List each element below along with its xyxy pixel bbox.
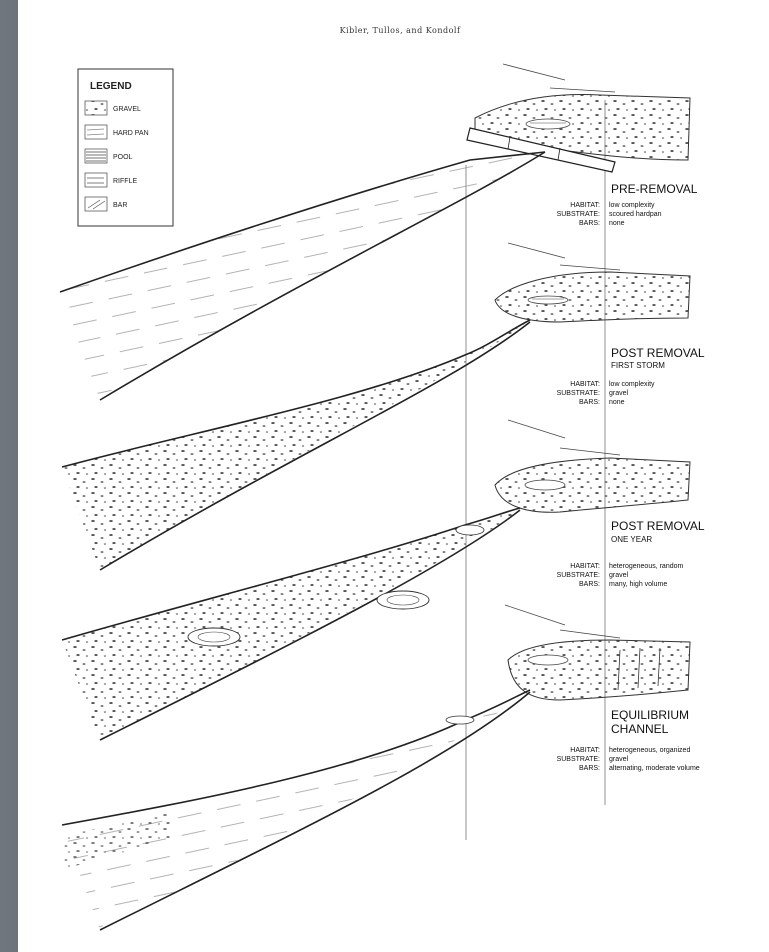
stage-4-habitat-label: HABITAT:	[570, 747, 600, 754]
figure-page: Kibler, Tullos, and Kondolf LEGEND GRAVE…	[18, 0, 769, 952]
stage-3-substrate: gravel	[609, 572, 629, 579]
stage-1-bars-label: BARS:	[579, 220, 600, 227]
stage-2-habitat: low complexity	[609, 381, 655, 388]
legend-item-pool: POOL	[113, 154, 133, 161]
stage-4-substrate: gravel	[609, 756, 629, 763]
stage-2-bars: none	[609, 399, 625, 406]
pool-swatch-icon	[85, 149, 107, 163]
stage-1-substrate-label: SUBSTRATE:	[557, 211, 600, 218]
stage-1-bars: none	[609, 220, 625, 227]
stage-4-bars-label: BARS:	[579, 765, 600, 772]
stage-4-habitat: heterogeneous, organized	[609, 747, 690, 754]
stage-4-subtitle: CHANNEL	[611, 722, 669, 736]
legend-item-riffle: RIFFLE	[113, 178, 137, 185]
stage-3-bars: many, high volume	[609, 581, 667, 588]
hardpan-swatch-icon	[85, 125, 107, 139]
stage-2-substrate-label: SUBSTRATE:	[557, 390, 600, 397]
channel-evolution-diagram: Kibler, Tullos, and Kondolf LEGEND GRAVE…	[18, 0, 769, 952]
stage-2-title: POST REMOVAL	[611, 346, 705, 360]
stage-2-substrate: gravel	[609, 390, 629, 397]
stage-3-habitat-label: HABITAT:	[570, 563, 600, 570]
stage-3-habitat: heterogeneous, random	[609, 563, 683, 570]
legend-item-gravel: GRAVEL	[113, 106, 141, 113]
gravel-swatch-icon	[85, 101, 107, 115]
stage-3-title: POST REMOVAL	[611, 519, 705, 533]
stage-4-substrate-label: SUBSTRATE:	[557, 756, 600, 763]
stage-3-bars-label: BARS:	[579, 581, 600, 588]
stage-4-title: EQUILIBRIUM	[611, 708, 689, 722]
stage-2-habitat-label: HABITAT:	[570, 381, 600, 388]
stage-3-substrate-label: SUBSTRATE:	[557, 572, 600, 579]
stage-2-subtitle: FIRST STORM	[611, 361, 665, 370]
legend-item-bar: BAR	[113, 202, 127, 209]
author-credit: Kibler, Tullos, and Kondolf	[340, 26, 461, 35]
legend-item-hard-pan: HARD PAN	[113, 130, 149, 137]
stage-1-substrate: scoured hardpan	[609, 211, 662, 218]
stage-1-habitat: low complexity	[609, 202, 655, 209]
legend: LEGEND GRAVEL HARD PAN POOL RIFFLE	[78, 69, 173, 226]
stage-1-habitat-label: HABITAT:	[570, 202, 600, 209]
stage-3-subtitle: ONE YEAR	[611, 535, 652, 544]
bar-swatch-icon	[85, 197, 107, 211]
stage-2-bars-label: BARS:	[579, 399, 600, 406]
stage-4-bars: alternating, moderate volume	[609, 765, 700, 772]
stage-1-title: PRE-REMOVAL	[611, 182, 698, 196]
riffle-swatch-icon	[85, 173, 107, 187]
legend-title: LEGEND	[90, 81, 132, 92]
